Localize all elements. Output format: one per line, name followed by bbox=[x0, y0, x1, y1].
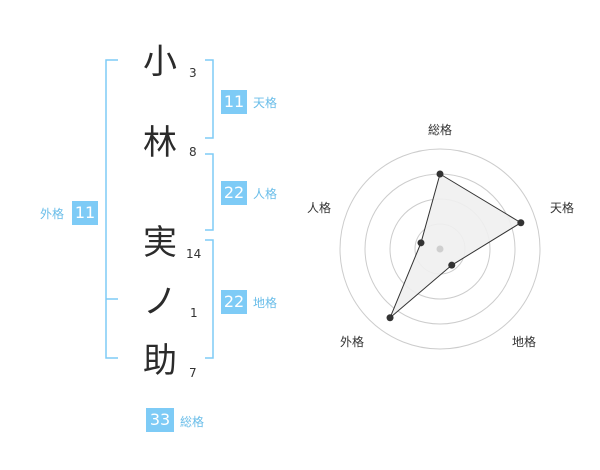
radar-point-2 bbox=[517, 219, 525, 227]
tenkaku-bracket bbox=[205, 59, 214, 139]
radar-label-chikaku: 地格 bbox=[512, 335, 537, 349]
radar-label-tenkaku: 天格 bbox=[550, 201, 575, 215]
radar-center-dot bbox=[436, 245, 444, 253]
tenkaku-value-badge: 11 bbox=[221, 90, 247, 114]
stroke-count-2: 8 bbox=[189, 145, 197, 159]
stroke-count-4: 1 bbox=[190, 306, 198, 320]
soukaku-value-badge: 33 bbox=[146, 408, 174, 432]
name-char-2: 林 bbox=[143, 123, 177, 163]
tenkaku-label: 天格 bbox=[253, 96, 278, 110]
name-char-4: ノ bbox=[143, 282, 177, 322]
stroke-count-1: 3 bbox=[189, 66, 197, 80]
name-char-3: 実 bbox=[143, 223, 177, 263]
jinkaku-bracket bbox=[205, 153, 214, 231]
name-char-1: 小 bbox=[143, 42, 177, 82]
radar-label-gaikaku: 外格 bbox=[340, 335, 365, 349]
chikaku-bracket bbox=[205, 239, 214, 359]
radar-polygon bbox=[389, 173, 522, 319]
name-char-5: 助 bbox=[143, 341, 177, 381]
radar-point-3 bbox=[448, 261, 456, 269]
jinkaku-value-badge: 22 bbox=[221, 181, 247, 205]
soukaku-label: 総格 bbox=[180, 415, 205, 429]
chikaku-label: 地格 bbox=[253, 296, 278, 310]
stroke-count-5: 7 bbox=[189, 366, 197, 380]
chikaku-value-badge: 22 bbox=[221, 290, 247, 314]
jinkaku-label: 人格 bbox=[253, 187, 278, 201]
stroke-count-3: 14 bbox=[186, 247, 202, 261]
radar-ring-4 bbox=[339, 148, 541, 350]
gaikaku-bracket bbox=[105, 59, 118, 359]
gaikaku-label: 外格 bbox=[40, 207, 65, 221]
radar-point-5 bbox=[417, 239, 425, 247]
radar-point-1 bbox=[436, 170, 444, 178]
gaikaku-value-badge: 11 bbox=[72, 201, 98, 225]
radar-label-jinkaku: 人格 bbox=[307, 201, 332, 215]
radar-point-4 bbox=[386, 314, 394, 322]
radar-label-soukaku: 総格 bbox=[428, 123, 453, 137]
